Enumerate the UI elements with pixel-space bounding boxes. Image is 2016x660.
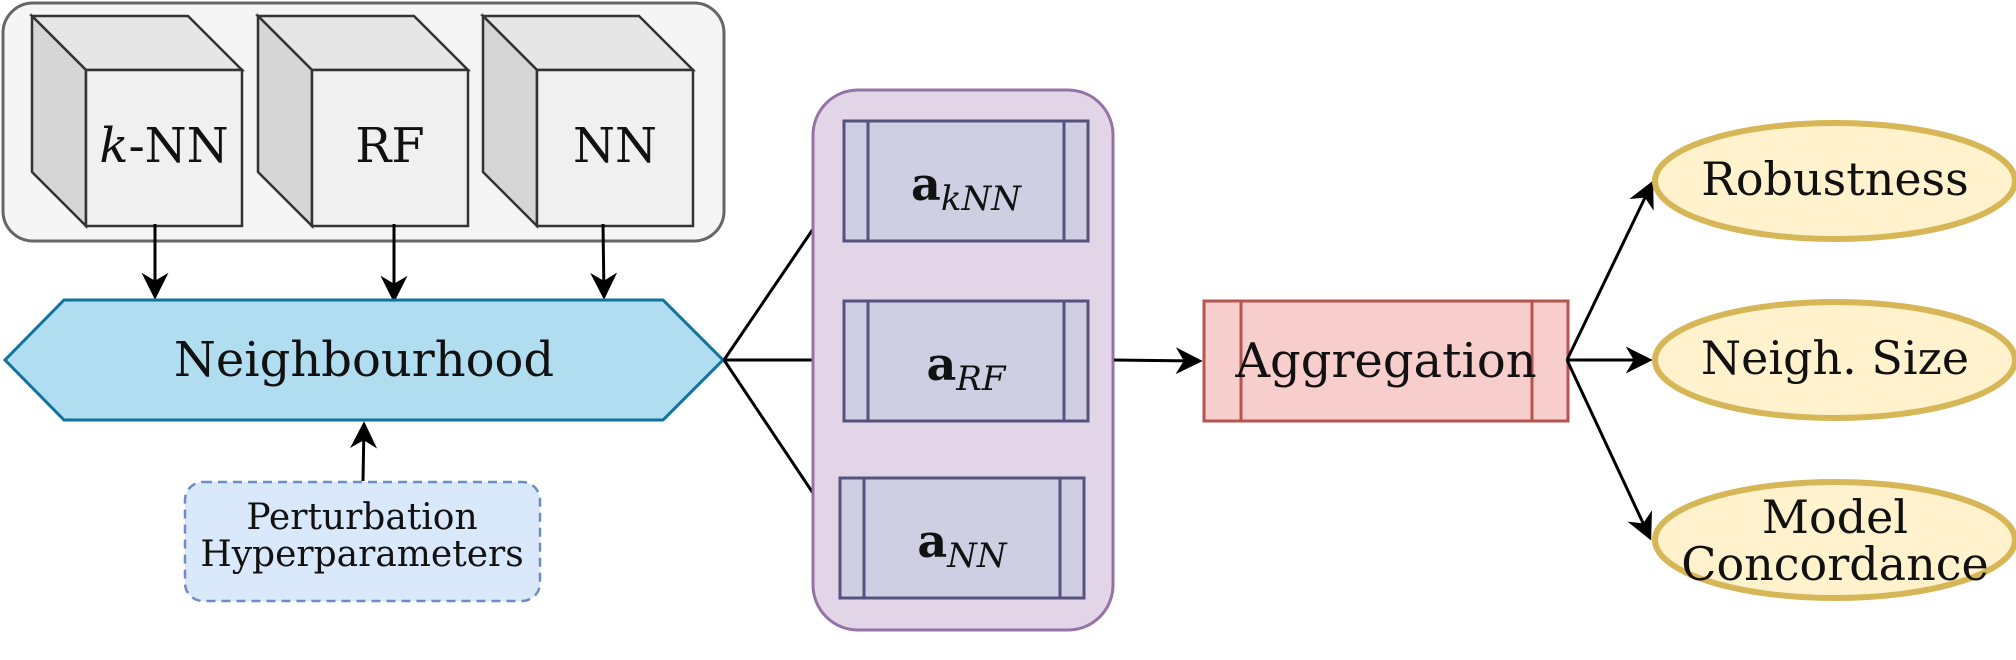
metric-label-concordance-line2: Concordance xyxy=(1681,537,1988,591)
metric-label-neigh-size: Neigh. Size xyxy=(1701,331,1969,385)
arrow-aggregation-to-concordance xyxy=(1565,359,1652,541)
aggregation-box: Aggregation xyxy=(1202,299,1570,423)
metric-label-concordance-line1: Model xyxy=(1762,490,1908,544)
attribution-label-rf: aRF xyxy=(926,337,1006,399)
attribution-label-nn: aNN xyxy=(917,514,1008,576)
arrow-attributions-to-aggregation xyxy=(1113,347,1203,375)
arrow-aggregation-to-robustness xyxy=(1565,180,1654,361)
metric-neigh-size: Neigh. Size xyxy=(1652,299,2016,421)
arrow-nn-to-neighbourhood xyxy=(590,223,618,300)
neighbourhood-shape xyxy=(2,298,726,422)
attribution-box-nn: aNN xyxy=(838,476,1086,600)
attribution-box-knn: akNN xyxy=(842,119,1090,243)
model-cube-knn: k-NN xyxy=(28,12,246,230)
perturbation-label-line2: Hyperparameters xyxy=(200,534,523,575)
attribution-box-rf: aRF xyxy=(842,299,1090,423)
aggregation-label: Aggregation xyxy=(1234,333,1536,389)
model-label-knn: k-NN xyxy=(99,118,228,174)
metric-label-robustness: Robustness xyxy=(1701,152,1969,206)
perturbation-label-line1: Perturbation xyxy=(246,497,477,538)
model-label-rf: RF xyxy=(355,118,424,174)
model-label-nn: NN xyxy=(573,118,657,174)
perturbation-box xyxy=(183,480,542,603)
neighbourhood-label: Neighbourhood xyxy=(174,332,554,388)
model-cube-nn: NN xyxy=(479,12,697,230)
arrow-perturbation-to-neighbourhood xyxy=(350,421,378,482)
metric-robustness: Robustness xyxy=(1652,120,2016,242)
model-cube-rf: RF xyxy=(254,12,472,230)
attribution-label-knn: akNN xyxy=(911,157,1022,219)
metric-model-concordance: Model Concordance xyxy=(1652,479,2016,601)
